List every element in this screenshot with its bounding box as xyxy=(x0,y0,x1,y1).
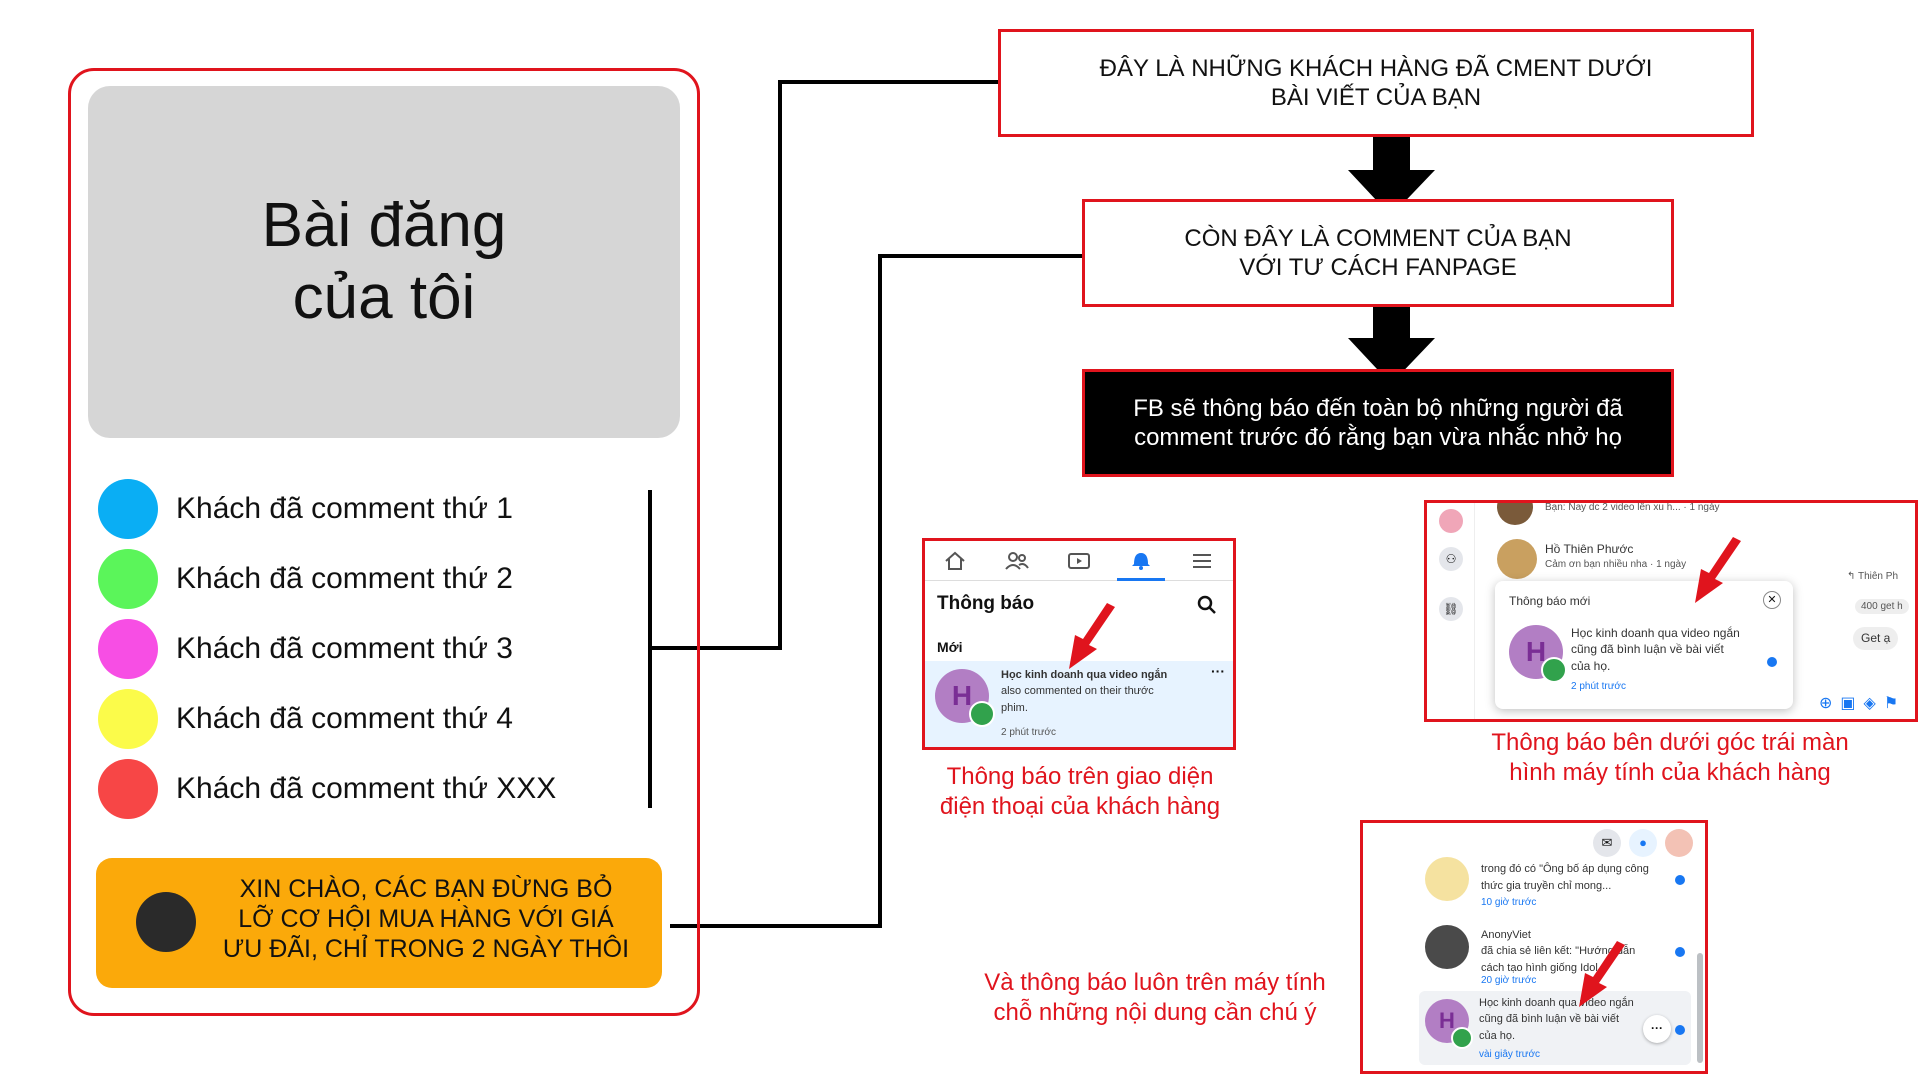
red-pointer-arrow xyxy=(1695,537,1741,603)
connector-promo xyxy=(670,254,1082,928)
mobile-notif-name: Học kinh doanh qua video ngắn xyxy=(1001,669,1168,681)
post-title: Bài đăng của tôi xyxy=(261,191,507,332)
promo-text: Xin chào, các bạn đừng bỏ lỡ cơ hội mua … xyxy=(222,875,630,963)
desktop-left-rail: ⚇ ⛓ xyxy=(1427,503,1475,719)
desktop-person-name: Hồ Thiên Phước xyxy=(1545,542,1634,556)
flow-box-fanpage-comment: Còn đây là comment của bạn với tư cách f… xyxy=(1082,199,1674,307)
mobile-notif-item[interactable]: H Học kinh doanh qua video ngắn also com… xyxy=(925,661,1233,747)
n2-name: AnonyViet xyxy=(1481,929,1531,941)
rail-avatar[interactable] xyxy=(1439,509,1463,533)
post-panel xyxy=(68,68,700,1016)
arrow-down-2 xyxy=(1348,307,1435,384)
unread-dot xyxy=(1675,947,1685,957)
n2-avatar xyxy=(1425,925,1469,969)
mobile-caption: Thông báo trên giao diện điện thoại của … xyxy=(939,763,1221,820)
mobile-section-new: Mới xyxy=(937,639,963,655)
popup-text: cũng đã bình luận về bài viết của họ. xyxy=(1571,642,1724,673)
desktop-side-reply: Get ạ xyxy=(1853,627,1899,650)
n3-item[interactable]: H Học kinh doanh qua video ngắn cũng đã … xyxy=(1419,991,1691,1065)
n1-time: 10 giờ trước xyxy=(1481,897,1537,908)
promo-comment-box: Xin chào, các bạn đừng bỏ lỡ cơ hội mua … xyxy=(96,858,662,988)
watch-icon[interactable] xyxy=(1067,551,1091,571)
mobile-notif-title: Thông báo xyxy=(937,593,1035,614)
comment-dot-3 xyxy=(98,619,158,679)
mobile-notif-time: 2 phút trước xyxy=(1001,727,1056,738)
desktop-caption: Thông báo bên dưới góc trái màn hình máy… xyxy=(1491,729,1849,786)
comment-dot-5 xyxy=(98,759,158,819)
comment-label-5: Khách đã comment thứ XXX xyxy=(176,772,557,805)
n1-text: trong đó có "Ông bố áp dụng công thức gi… xyxy=(1481,863,1649,892)
menu-icon[interactable] xyxy=(1191,551,1213,571)
red-pointer-arrow xyxy=(1579,941,1625,1007)
desktop-notification-screenshot: ⚇ ⛓ Bạn: Nay dc 2 video lên xu h... · 1 … xyxy=(1424,500,1918,722)
comment-row-4: Khách đã comment thứ 4 xyxy=(98,688,513,750)
desktop-top-text: Bạn: Nay dc 2 video lên xu h... · 1 ngày xyxy=(1545,502,1720,513)
mobile-nav-bar xyxy=(925,541,1233,581)
comment-dot-4 xyxy=(98,689,158,749)
n3-time: vài giây trước xyxy=(1479,1049,1541,1060)
comment-label-1: Khách đã comment thứ 1 xyxy=(176,492,513,525)
home-icon[interactable] xyxy=(943,551,967,571)
comment-badge-icon xyxy=(969,701,995,727)
bell-icon[interactable] xyxy=(1129,549,1153,571)
red-pointer-arrow xyxy=(1069,603,1115,669)
n3-text: cũng đã bình luận về bài viết của họ. xyxy=(1479,1013,1620,1042)
more-options-icon[interactable]: ··· xyxy=(1643,1015,1671,1043)
post-box: Bài đăng của tôi xyxy=(88,86,680,438)
comment-row-1: Khách đã comment thứ 1 xyxy=(98,478,513,540)
comment-row-2: Khách đã comment thứ 2 xyxy=(98,548,513,610)
search-icon[interactable] xyxy=(1197,595,1217,615)
active-tab-indicator xyxy=(1117,578,1165,581)
comment-label-3: Khách đã comment thứ 3 xyxy=(176,632,513,665)
unread-dot xyxy=(1675,1025,1685,1035)
desktop-side-count: 400 get h xyxy=(1855,599,1909,614)
flow-box-notify: FB sẽ thông báo đến toàn bộ những người … xyxy=(1082,369,1674,477)
close-icon[interactable]: ✕ xyxy=(1763,591,1781,609)
bell-icon[interactable]: ● xyxy=(1629,829,1657,857)
n1-avatar xyxy=(1425,857,1469,901)
popup-time: 2 phút trước xyxy=(1571,681,1626,692)
comment-badge-icon xyxy=(1541,657,1567,683)
flow-box-customers: Đây là những khách hàng đã cment dưới bà… xyxy=(998,29,1754,137)
comment-row-3: Khách đã comment thứ 3 xyxy=(98,618,513,680)
mobile-notification-screenshot: Thông báo Mới H Học kinh doanh qua video… xyxy=(922,538,1236,750)
top-avatar xyxy=(1497,503,1533,525)
avatar: H xyxy=(1425,999,1469,1043)
groups-icon[interactable]: ⚇ xyxy=(1439,547,1463,571)
unread-dot xyxy=(1675,875,1685,885)
scrollbar[interactable] xyxy=(1697,953,1703,1063)
unread-dot xyxy=(1767,657,1777,667)
friends-icon[interactable] xyxy=(1005,551,1029,571)
person-avatar xyxy=(1497,539,1537,579)
messenger-icon[interactable]: ✉ xyxy=(1593,829,1621,857)
n2-time: 20 giờ trước xyxy=(1481,975,1537,986)
connector-comments xyxy=(650,80,998,650)
desktop2-caption: Và thông báo luôn trên máy tính chỗ nhữn… xyxy=(984,969,1326,1026)
desktop-person-text: Cảm ơn bạn nhiều nha · 1 ngày xyxy=(1545,559,1687,570)
comment-dot-2 xyxy=(98,549,158,609)
desktop-side-name: ↰ Thiên Ph xyxy=(1847,571,1899,582)
profile-avatar[interactable] xyxy=(1665,829,1693,857)
comment-dot-1 xyxy=(98,479,158,539)
n3-name: Học kinh doanh qua video ngắn xyxy=(1479,997,1634,1009)
promo-dot xyxy=(136,892,196,952)
mobile-notif-text: also commented on their thước phim. xyxy=(1001,685,1154,714)
comment-label-2: Khách đã comment thứ 2 xyxy=(176,562,513,595)
comment-badge-icon xyxy=(1451,1027,1473,1049)
composer-icons: ⊕▣◈⚑ xyxy=(1819,695,1907,712)
popup-title: Thông báo mới xyxy=(1509,594,1591,608)
comment-label-4: Khách đã comment thứ 4 xyxy=(176,702,513,735)
popup-name: Học kinh doanh qua video ngắn xyxy=(1571,626,1740,640)
desktop-popup[interactable]: Thông báo mới ✕ H Học kinh doanh qua vid… xyxy=(1495,581,1793,709)
arrow-down-1 xyxy=(1348,137,1435,216)
desktop-notification-panel-screenshot: ✉ ● trong đó có "Ông bố áp dụng công thứ… xyxy=(1360,820,1708,1074)
more-options-icon[interactable]: ··· xyxy=(1211,663,1225,679)
comment-row-5: Khách đã comment thứ XXX xyxy=(98,758,556,820)
n2-text: đã chia sẻ liên kết: "Hướng dẫn cách tạo… xyxy=(1481,945,1636,974)
link-icon[interactable]: ⛓ xyxy=(1439,597,1463,621)
